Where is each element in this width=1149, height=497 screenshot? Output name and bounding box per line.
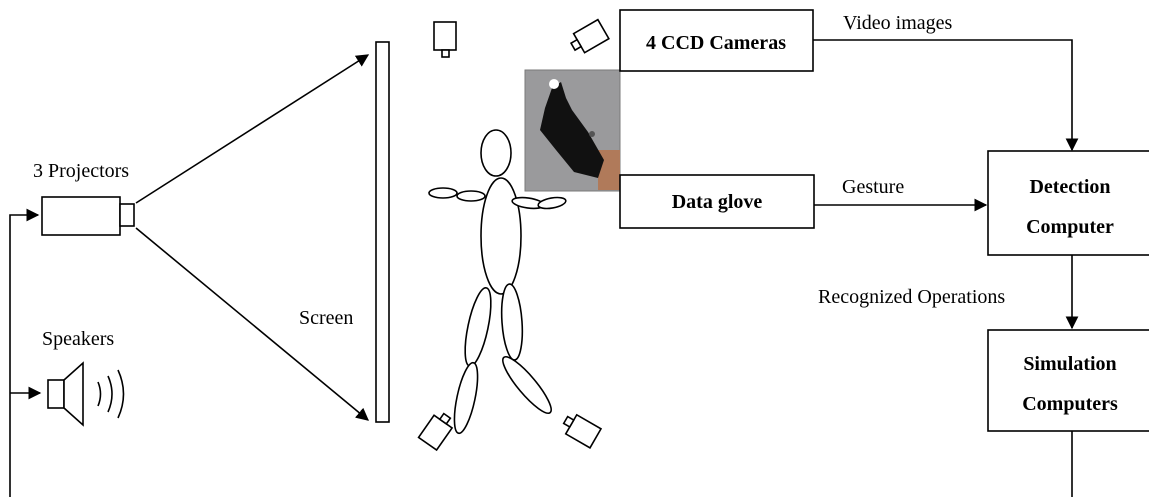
- camera-icon: [433, 21, 457, 58]
- camera-icon: [569, 18, 610, 54]
- projection-rays: [135, 54, 370, 421]
- camera-icon: [562, 413, 603, 449]
- video-images-arrow: [813, 39, 1079, 152]
- human-figure: [428, 129, 567, 435]
- data-glove-box: [619, 174, 815, 229]
- projectors-label: 3 Projectors: [33, 160, 129, 182]
- recognized-operations-label: Recognized Operations: [818, 286, 1005, 308]
- data-glove-photo: [524, 69, 621, 192]
- projector-icon: [41, 196, 135, 236]
- screen-label: Screen: [299, 307, 353, 329]
- feedback-line: [9, 208, 42, 497]
- projection-screen: [375, 41, 390, 423]
- camera-icon: [417, 412, 454, 452]
- simulation-label-line2: Computers: [1022, 393, 1118, 415]
- detection-computer-box: [987, 150, 1149, 256]
- video-images-label: Video images: [843, 12, 953, 34]
- ccd-cameras-box: [619, 9, 814, 72]
- data-glove-label: Data glove: [672, 191, 763, 213]
- simulation-label-line1: Simulation: [1023, 353, 1116, 375]
- detection-label-line1: Detection: [1029, 176, 1110, 198]
- gesture-label: Gesture: [842, 176, 904, 198]
- speakers-label: Speakers: [42, 328, 114, 350]
- speaker-icon: [47, 361, 125, 427]
- simulation-computers-box: [987, 329, 1149, 432]
- ccd-cameras-label: 4 CCD Cameras: [646, 32, 786, 54]
- detection-label-line2: Computer: [1026, 216, 1114, 238]
